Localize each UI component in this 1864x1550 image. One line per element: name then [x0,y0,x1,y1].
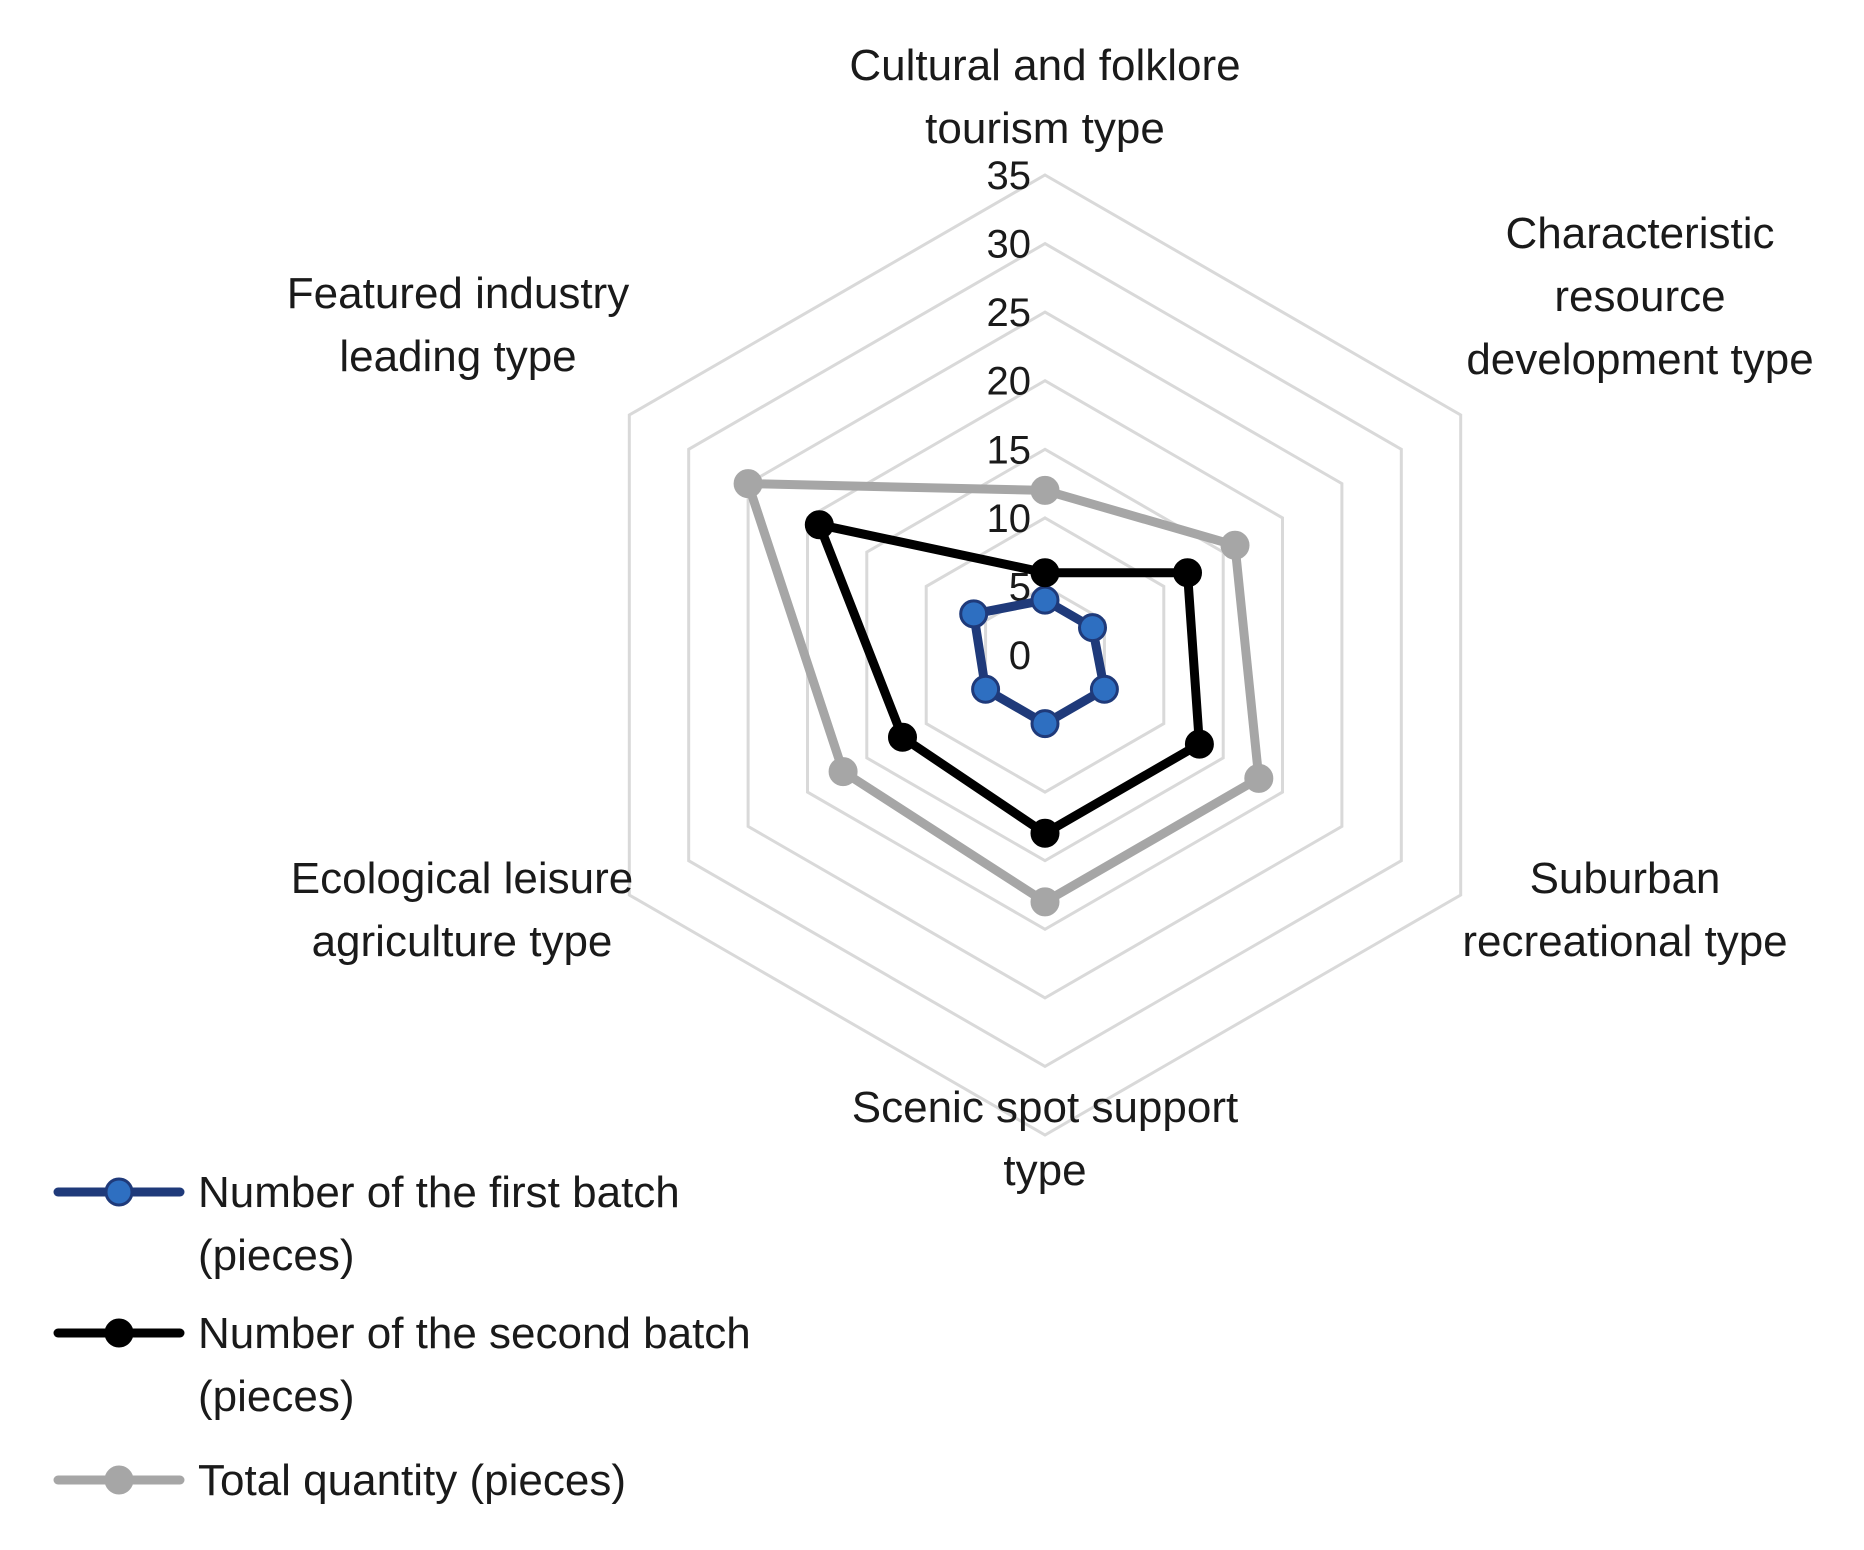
legend-label: Number of the second batch(pieces) [198,1309,751,1421]
grid-ring [627,173,1463,1137]
tick-label: 0 [1009,634,1031,678]
data-point [1030,887,1060,917]
data-point [733,469,763,499]
legend-item: Number of the second batch(pieces) [53,1309,751,1421]
data-point [1030,558,1060,588]
tick-label: 25 [987,291,1032,335]
legend-swatch-marker [104,1177,134,1207]
tick-label: 5 [1009,565,1031,609]
data-point [971,674,1001,704]
data-point [888,722,917,752]
radar-grid [627,173,1463,1137]
data-point [828,757,858,787]
legend-item: Number of the first batch(pieces) [53,1168,680,1280]
data-point [1089,674,1119,704]
series-group [733,469,1274,917]
data-point [1030,585,1060,615]
series-2 [804,510,1214,848]
tick-label: 20 [987,360,1032,404]
data-point [1173,558,1202,588]
tick-label: 10 [987,497,1032,541]
tick-label: 30 [987,223,1032,267]
series-3 [733,469,1274,917]
data-point [1030,475,1060,505]
radial-tick-labels: 0 5 10 15 20 25 30 35 [987,154,1032,678]
grid-ring [924,516,1166,794]
data-point [1030,818,1060,848]
series-1 [959,585,1119,739]
legend-label: Number of the first batch(pieces) [198,1168,680,1280]
legend-swatch-marker [104,1318,134,1348]
tick-label: 35 [987,154,1032,198]
data-point [1184,729,1214,759]
data-point [1220,530,1250,560]
grid-ring [687,241,1403,1069]
legend-label: Total quantity (pieces) [198,1456,626,1505]
data-point [1030,709,1060,739]
legend: Number of the first batch(pieces) Number … [53,1168,751,1505]
legend-swatch-marker [104,1465,134,1495]
data-point [804,510,834,540]
data-point [959,599,989,629]
tick-label: 15 [987,428,1032,472]
grid-ring [865,447,1225,863]
data-point [1078,613,1107,643]
legend-item: Total quantity (pieces) [53,1456,626,1505]
data-point [1244,763,1274,793]
